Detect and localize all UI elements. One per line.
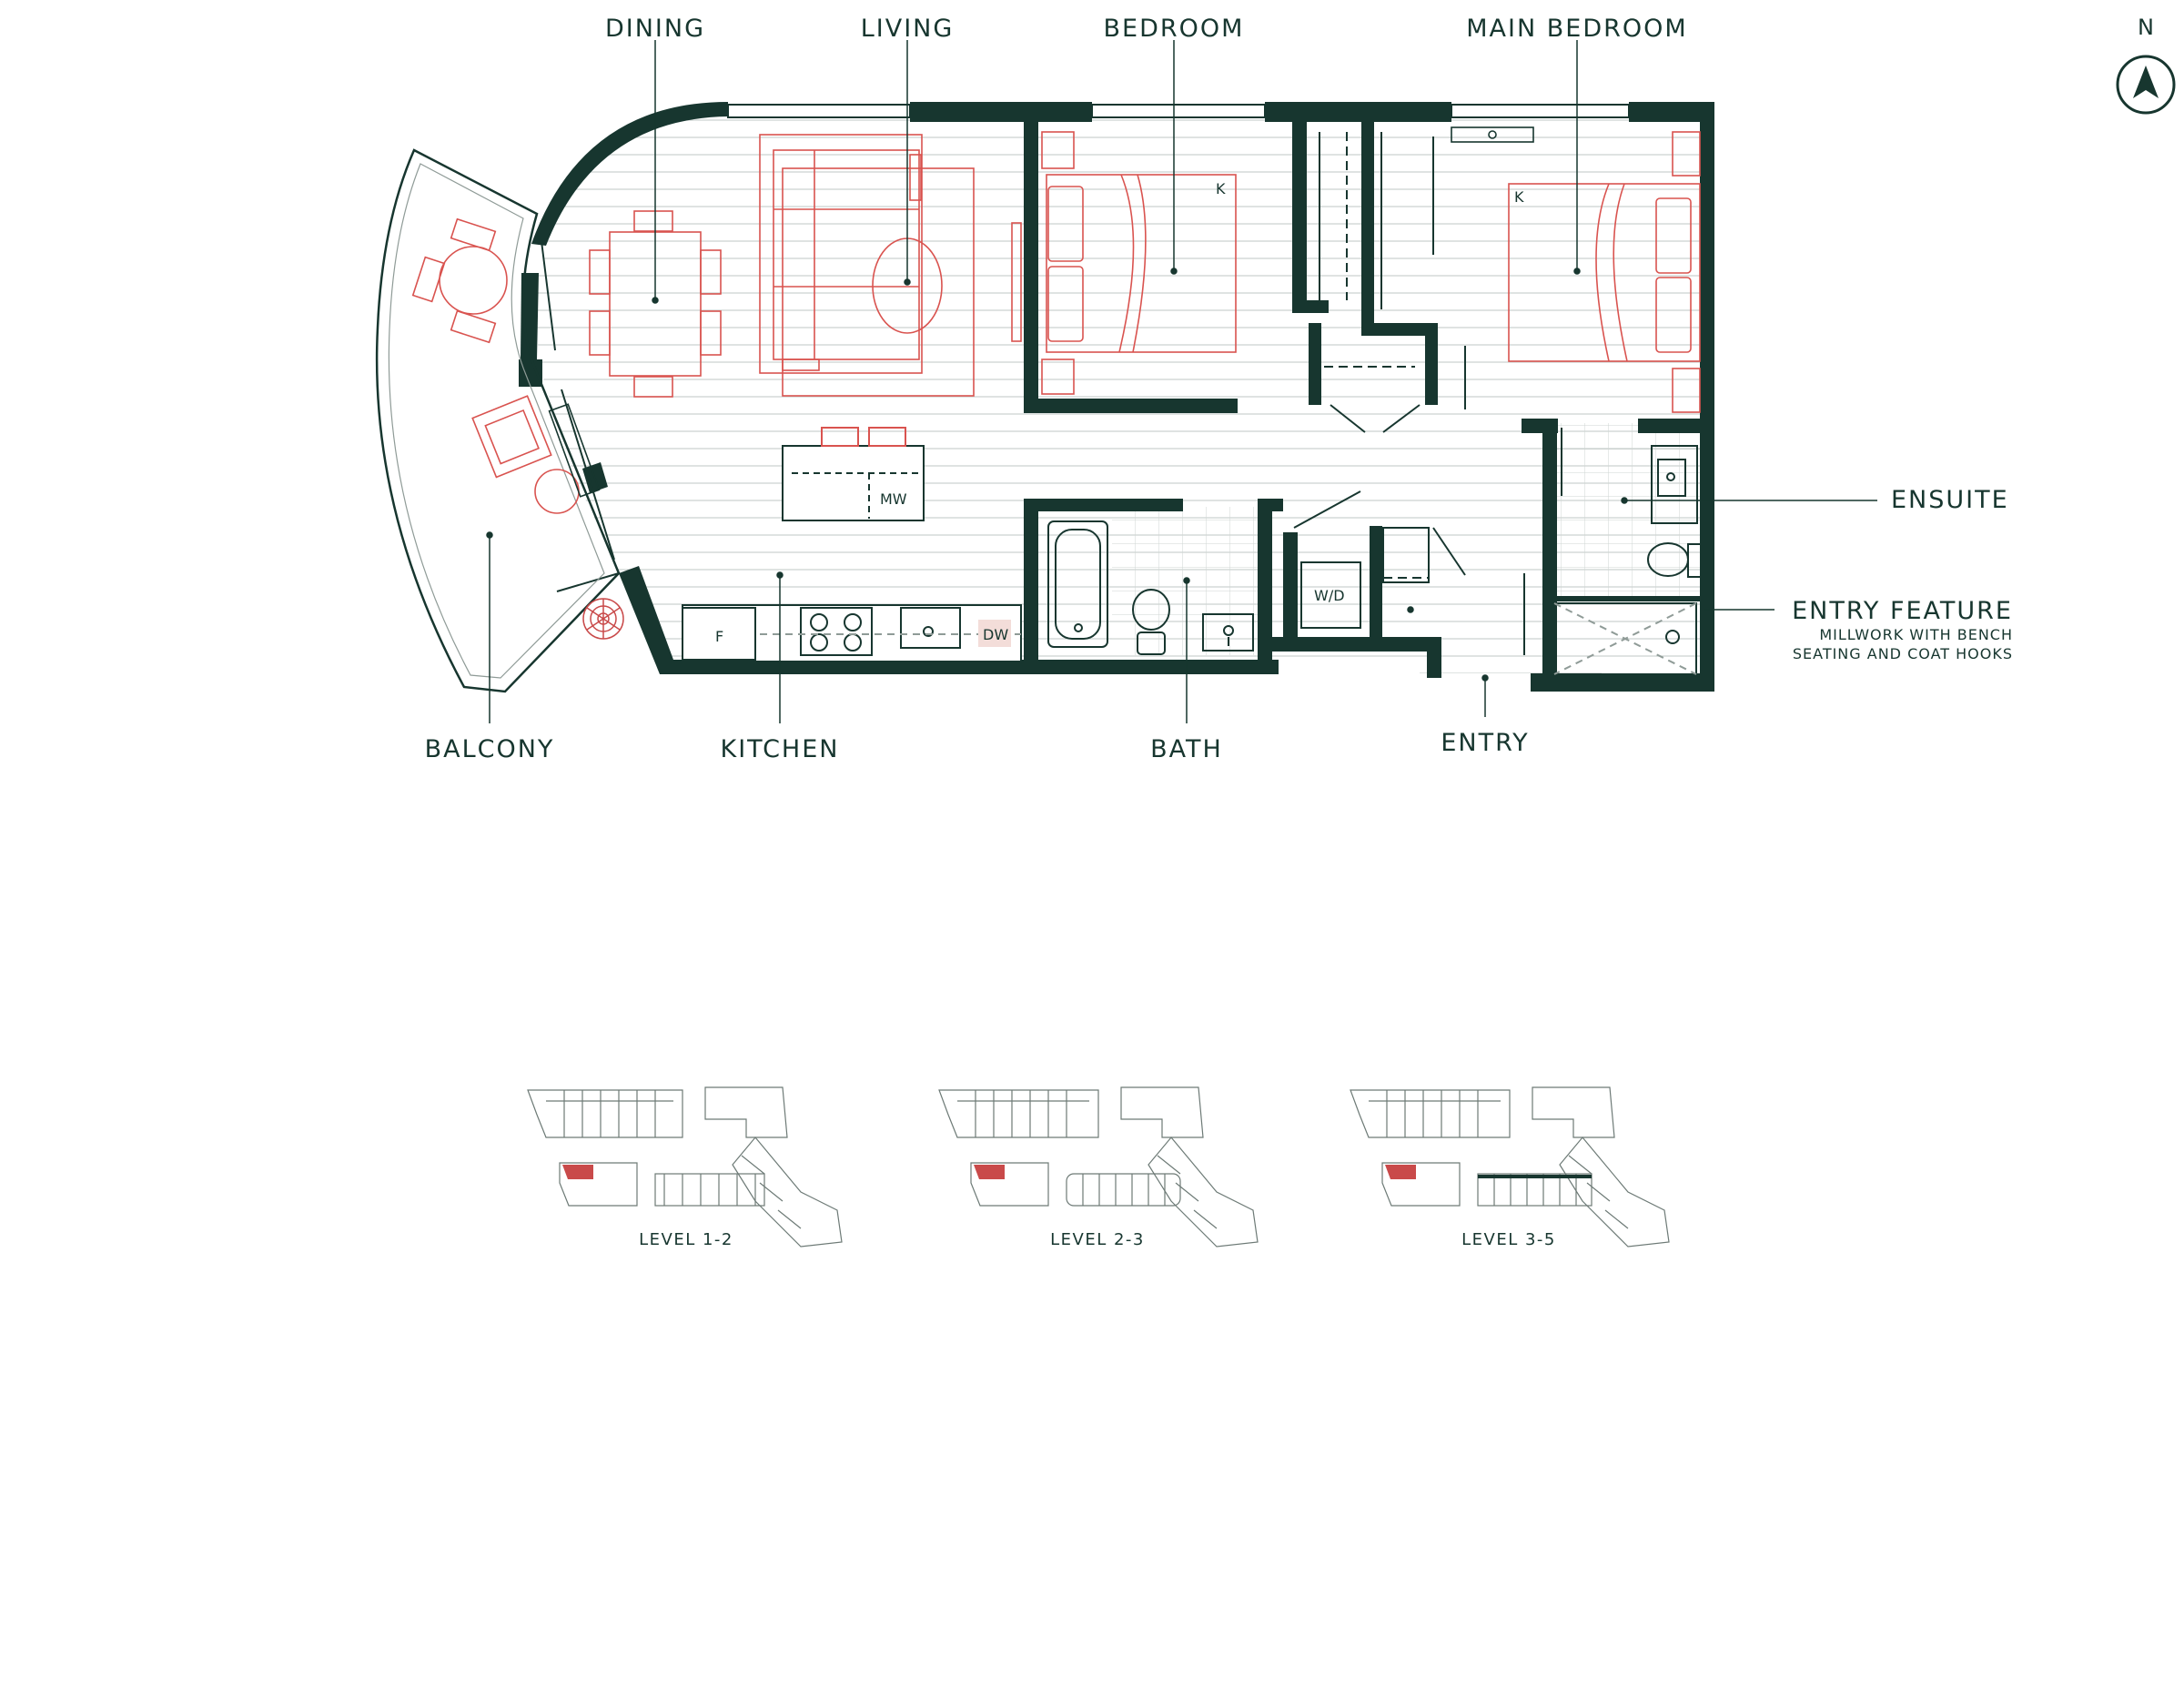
window-north-2: [1091, 104, 1266, 118]
window-north-1: [727, 104, 911, 118]
balcony-outline: [375, 148, 621, 693]
key-plan-2: [938, 1086, 1259, 1248]
washer-dryer: [1300, 561, 1361, 629]
wd-wall-a: [1283, 532, 1298, 641]
unit-highlight-3: [1385, 1165, 1416, 1179]
bath-east-wall: [1258, 499, 1272, 667]
compass: N: [2116, 15, 2176, 115]
south-wall-entry-b: [1427, 637, 1441, 678]
tv-console: [1011, 222, 1022, 342]
dishwasher: [978, 620, 1011, 647]
label-entry-feature: ENTRY FEATURE: [1792, 597, 2013, 625]
south-wall-entry-a: [1272, 637, 1427, 652]
curved-wall: [531, 102, 728, 246]
key-plan-label-3: LEVEL 3-5: [1461, 1230, 1556, 1249]
bath-toilet: [1132, 589, 1170, 631]
label-entry-feature-note-2: SEATING AND COAT HOOKS: [1793, 645, 2013, 662]
bedroom-south-wall: [1024, 399, 1238, 413]
room-labels: DINING LIVING BEDROOM MAIN BEDROOM ENSUI…: [425, 15, 2013, 763]
label-living: LIVING: [861, 15, 955, 43]
fridge-label: F: [715, 628, 723, 645]
ensuite-north-wall-b: [1638, 419, 1711, 433]
fridge: [682, 607, 756, 661]
bathtub: [1047, 520, 1108, 648]
ensuite-tile: [1547, 423, 1700, 596]
north-wall-c: [1629, 102, 1711, 122]
closet-wall-d: [1361, 323, 1425, 336]
king-bed-label-2: K: [1514, 188, 1524, 206]
south-wall-ensuite: [1531, 673, 1713, 692]
kitchen-counter: [682, 604, 1022, 662]
cooktop: [800, 607, 873, 656]
key-plans: LEVEL 1-2 LEVEL 2-3 LEVEL 3-5: [527, 1086, 1670, 1249]
label-kitchen: KITCHEN: [721, 735, 840, 763]
ensuite-vanity: [1651, 445, 1698, 524]
bath-west-wall: [1024, 499, 1038, 667]
closet-wall-b: [1361, 122, 1374, 331]
microwave-label: MW: [880, 490, 907, 508]
closet-wall-e: [1425, 323, 1438, 405]
balcony-inner-outline: [388, 163, 605, 679]
label-balcony: BALCONY: [425, 735, 555, 763]
closet-wall-c: [1292, 300, 1329, 313]
label-ensuite: ENSUITE: [1891, 486, 2009, 514]
washer-dryer-label: W/D: [1314, 587, 1345, 604]
east-wall: [1700, 102, 1714, 692]
unit-highlight-2: [974, 1165, 1005, 1179]
balcony-door: [548, 403, 601, 498]
key-plan-label-1: LEVEL 1-2: [639, 1230, 733, 1249]
bath-fixtures: [1047, 520, 1254, 655]
shower-wall: [1547, 596, 1702, 601]
main-bedroom-dresser: [1451, 126, 1534, 143]
north-wall-b: [1265, 102, 1451, 122]
closet-wall-f: [1309, 323, 1321, 405]
label-dining: DINING: [605, 15, 705, 43]
king-bed-label-1: K: [1216, 180, 1226, 197]
dishwasher-label: DW: [983, 626, 1008, 643]
angled-sw-wall: [619, 566, 673, 674]
label-entry: ENTRY: [1441, 729, 1529, 757]
bedroom-west-wall: [1024, 122, 1038, 413]
exterior-walls: [519, 102, 1714, 692]
furniture: [411, 131, 1701, 514]
label-bath: BATH: [1150, 735, 1223, 763]
compass-letter: N: [2138, 15, 2154, 40]
wd-wall-b: [1370, 526, 1382, 644]
label-entry-feature-note-1: MILLWORK WITH BENCH: [1819, 626, 2013, 643]
ensuite-fixtures: [1553, 445, 1702, 675]
window-north-3: [1451, 104, 1630, 118]
shower: [1553, 602, 1697, 675]
bath-stub: [1258, 499, 1283, 511]
kitchen-sink: [900, 607, 961, 649]
sofa: [759, 134, 923, 374]
floor-area: [532, 105, 1706, 673]
north-wall-a: [910, 102, 1092, 122]
doors: [541, 132, 1562, 655]
bedroom-bed: [1046, 174, 1237, 353]
south-wall-kitchen: [660, 660, 1279, 674]
key-plan-3: [1350, 1086, 1670, 1248]
key-plan-label-2: LEVEL 2-3: [1050, 1230, 1145, 1249]
leader-lines: [486, 40, 1877, 723]
balcony-table: [439, 246, 508, 315]
bath-vanity: [1202, 613, 1254, 652]
fixture-labels: K K MW F DW W/D: [715, 180, 1524, 645]
entry-millwork: [1382, 527, 1430, 583]
unit-highlight-1: [562, 1165, 593, 1179]
plant-icon: [582, 598, 624, 640]
rug: [782, 167, 975, 397]
unit-plan: [375, 102, 1714, 693]
label-main-bedroom: MAIN BEDROOM: [1466, 15, 1687, 43]
main-bedroom-bed: [1508, 183, 1701, 362]
sw-column: [519, 359, 542, 387]
balcony-chair: [471, 395, 552, 479]
bath-north-wall: [1024, 499, 1183, 511]
key-plan-1: [527, 1086, 843, 1248]
label-bedroom: BEDROOM: [1104, 15, 1245, 43]
curved-wall-lower: [521, 273, 539, 359]
kitchen-island: [782, 427, 925, 521]
north-arrow-icon: [2116, 55, 2176, 115]
